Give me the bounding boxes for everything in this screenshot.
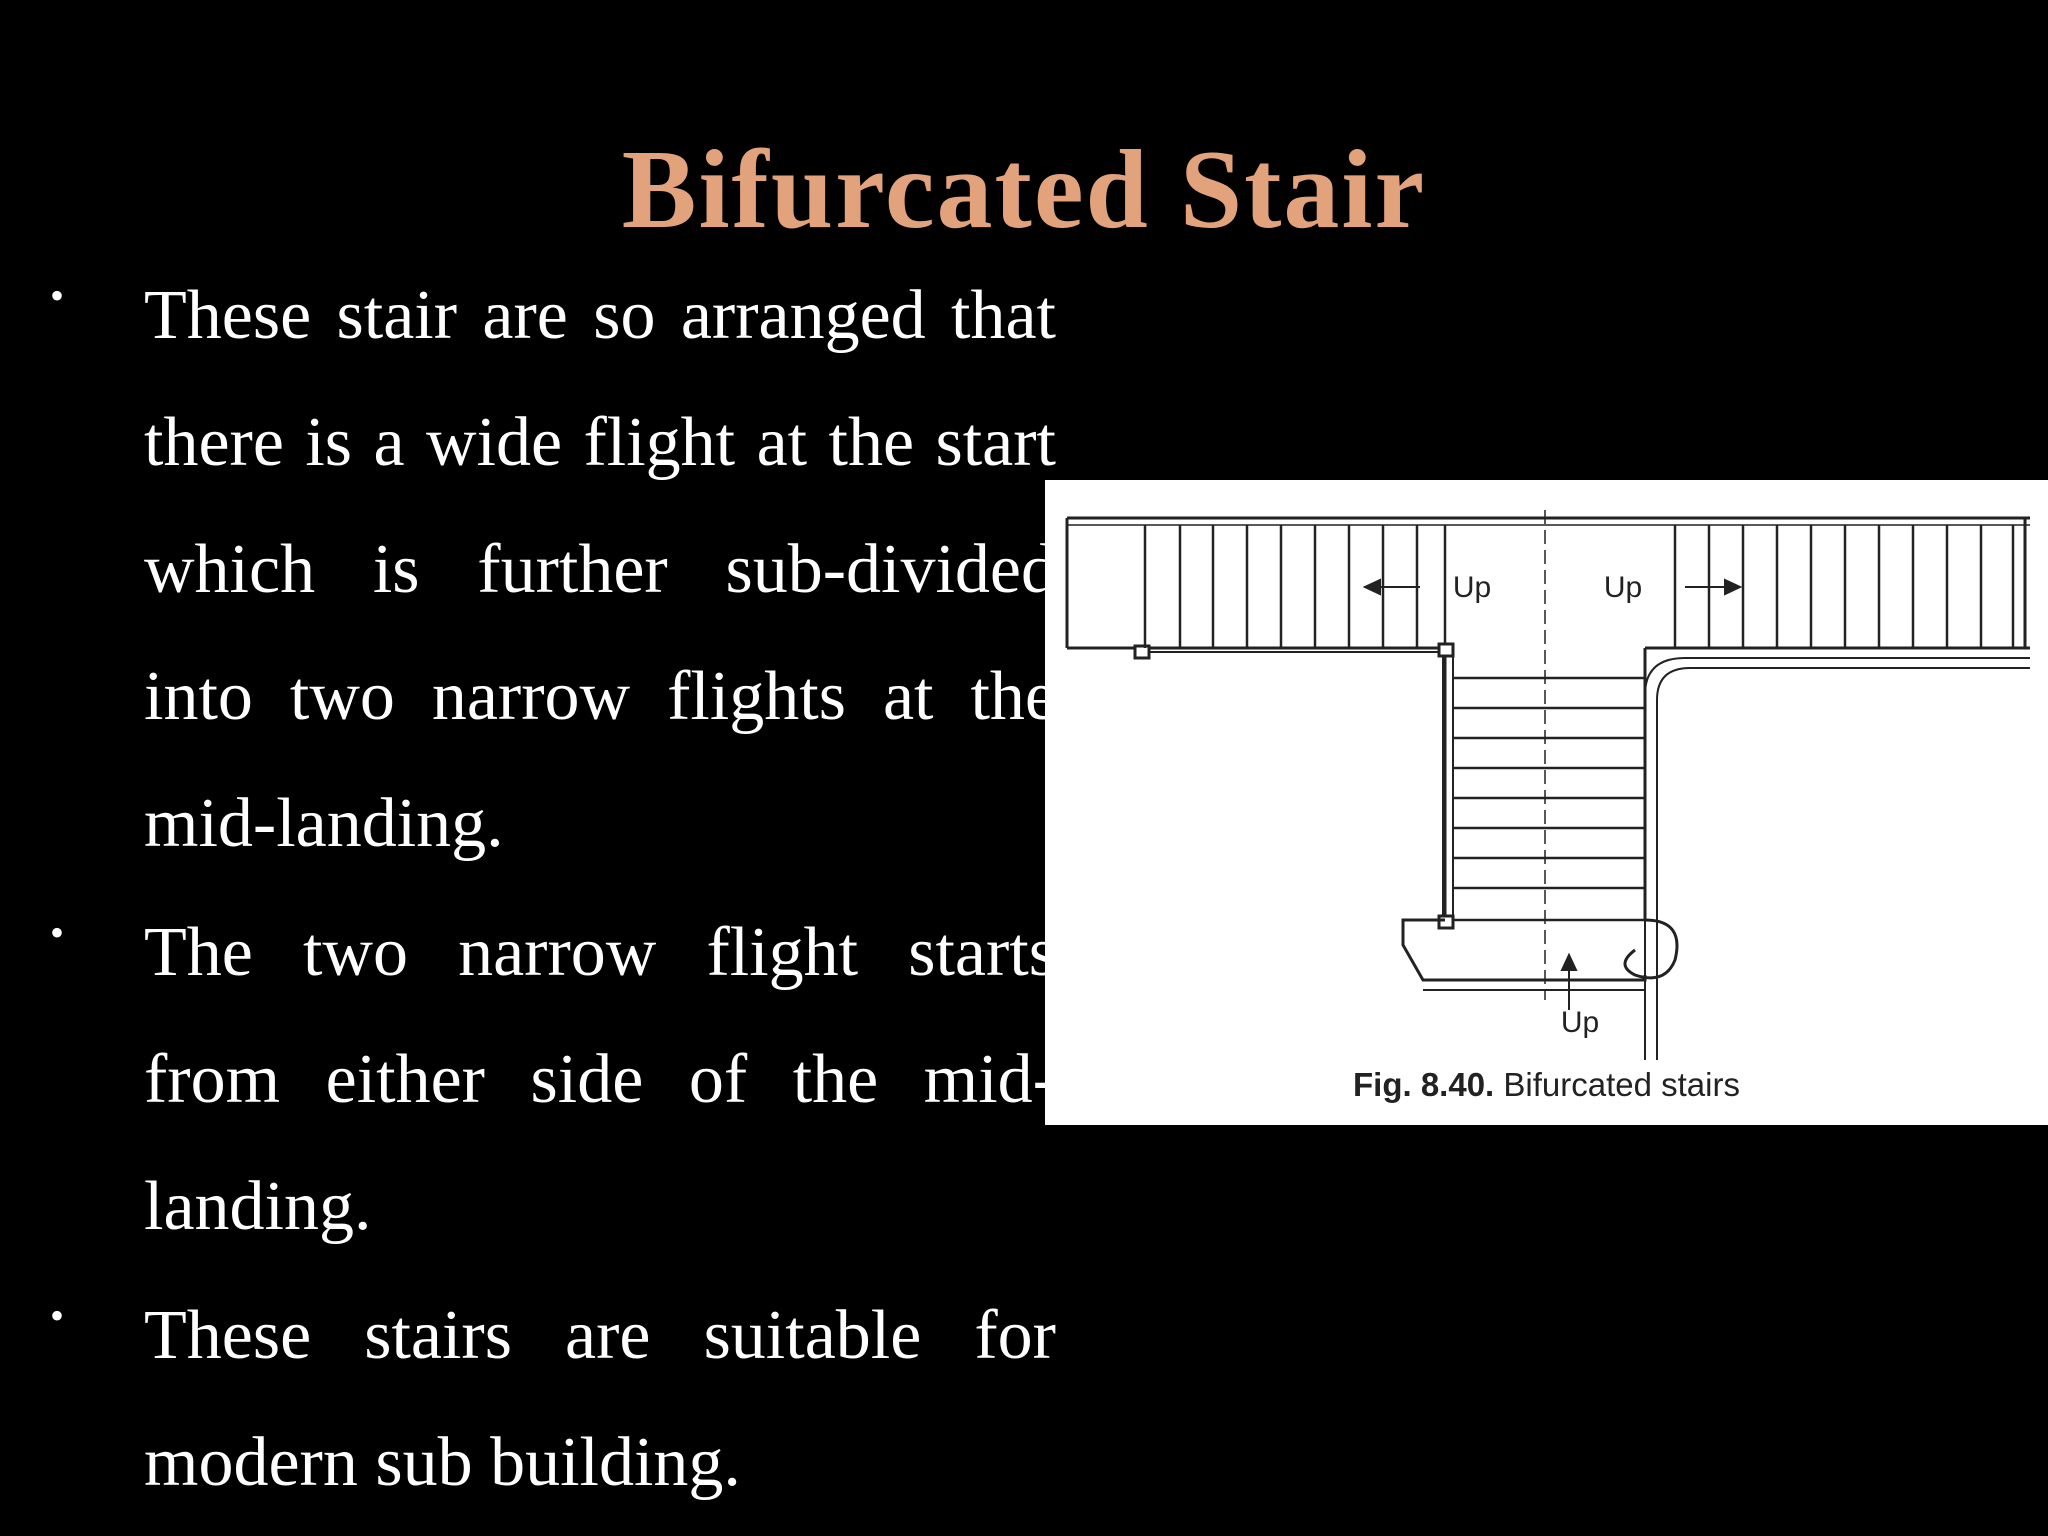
bullet-marker: • [50,910,65,955]
bullet-item: • These stairs are suitable for modern s… [40,1272,1056,1526]
figure-caption: Fig. 8.40. Bifurcated stairs [1045,1066,2048,1104]
bullet-text: These stair are so arranged that there i… [144,277,1056,862]
up-label-left: Up [1453,571,1491,604]
bullet-item: • These stair are so arranged that there… [40,252,1056,887]
up-label-right: Up [1604,571,1642,604]
central-flight-treads [1453,676,1645,922]
arrow-up-head [1560,952,1578,971]
stair-figure: Up Up Up Fig. 8.40. Bifurcated stairs [1045,480,2048,1125]
up-label-bottom: Up [1561,1006,1599,1039]
curtail-scroll [1623,918,1679,980]
bullet-marker: • [50,273,65,318]
bullet-list: • These stair are so arranged that there… [40,252,1056,1528]
figure-caption-label: Fig. 8.40. [1353,1066,1495,1103]
bullet-item: • The two narrow flight starts from eith… [40,889,1056,1270]
arrow-right-head [1724,578,1743,596]
bullet-text: The two narrow flight starts from either… [144,914,1056,1245]
left-newel-post [1133,644,1151,660]
central-newel-post-top [1437,642,1455,658]
figure-caption-text: Bifurcated stairs [1503,1066,1740,1103]
right-handrail [1644,657,2030,1060]
right-handrail-inner [1656,667,2030,1060]
bottom-curtail-step [1401,918,1647,982]
bullet-text: These stairs are suitable for modern sub… [144,1297,1056,1501]
central-newel-post-bottom [1437,914,1455,930]
slide-title: Bifurcated Stair [621,128,1427,252]
bullet-marker: • [50,1293,65,1338]
stair-plan-drawing: Up Up Up [1065,510,2030,1060]
arrow-left-head [1362,578,1381,596]
